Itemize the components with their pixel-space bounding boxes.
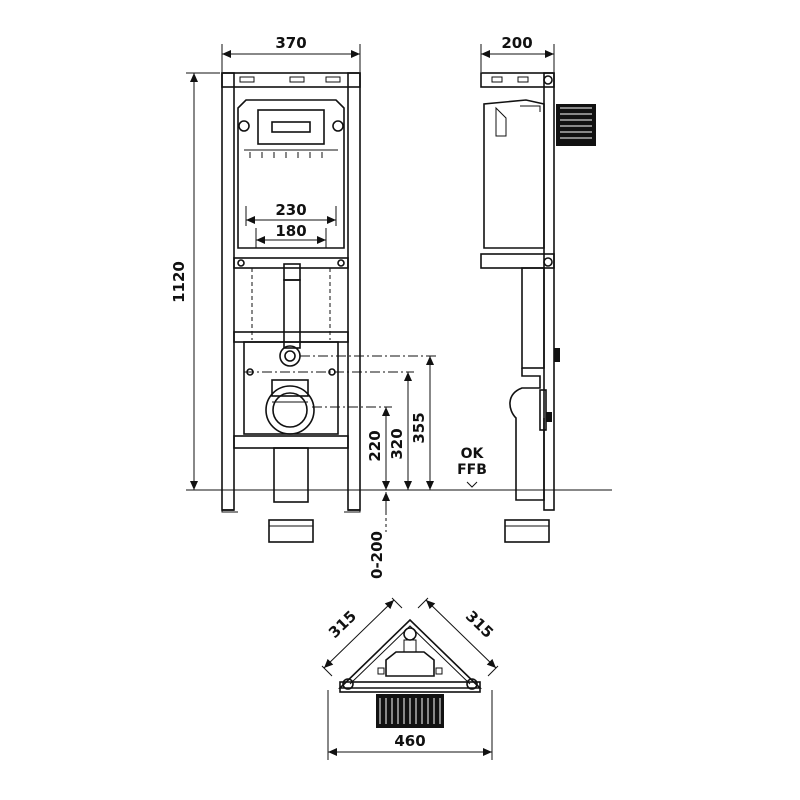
- side-flush-pipe: [521, 267, 545, 369]
- label-ffb: FFB: [457, 462, 487, 478]
- floor-socket: [268, 519, 314, 543]
- dim-label-220: 220: [366, 430, 384, 461]
- dimension-230: 230: [245, 201, 337, 226]
- label-ok: OK: [461, 446, 485, 462]
- top-bar: [221, 72, 361, 88]
- dimension-320: 320: [388, 372, 412, 490]
- dim-label-1120: 1120: [170, 261, 188, 303]
- drain-pipe: [273, 447, 309, 503]
- dimension-1120: 1120: [170, 72, 220, 490]
- cistern: [237, 99, 345, 249]
- corner-frame: [338, 618, 482, 689]
- right-post: [347, 72, 361, 511]
- dim-label-370: 370: [275, 34, 306, 52]
- side-floor-socket: [504, 519, 550, 543]
- dim-label-200: 200: [501, 34, 532, 52]
- front-view: [221, 72, 361, 543]
- dim-label-315-right: 315: [462, 607, 497, 642]
- dim-label-320: 320: [388, 428, 406, 459]
- flush-pipe: [283, 279, 301, 349]
- side-cistern: [483, 99, 545, 249]
- dimension-0-200: 0-200: [368, 492, 390, 579]
- base-bar: [233, 435, 349, 449]
- lower-bar: [233, 331, 349, 343]
- floor-arrow-icon: [466, 481, 478, 488]
- dim-label-315-left: 315: [325, 607, 360, 642]
- dim-label-0-200: 0-200: [368, 531, 386, 579]
- side-drain-bend: [509, 368, 545, 501]
- inlet-connector: [279, 345, 301, 367]
- dim-label-180: 180: [275, 222, 306, 240]
- flush-button-opening: [271, 121, 311, 133]
- middle-bar: [233, 257, 349, 269]
- side-view: [480, 72, 596, 543]
- dimension-315-left: 315: [321, 597, 403, 677]
- dim-label-355: 355: [410, 412, 428, 443]
- floor-reference-label: OK FFB: [457, 446, 487, 488]
- dimension-355: 355: [410, 356, 434, 490]
- dimension-220: 220: [366, 407, 390, 490]
- flush-pipe-top: [283, 263, 301, 281]
- dim-label-460: 460: [394, 732, 425, 750]
- side-mid-bracket: [480, 253, 555, 269]
- dim-label-230: 230: [275, 201, 306, 219]
- drain-connector: [265, 385, 315, 435]
- dimension-460: 460: [327, 690, 493, 760]
- corner-plan-view: [338, 618, 482, 728]
- side-top-bracket: [480, 72, 555, 88]
- side-post: [543, 72, 555, 511]
- dimension-200: 200: [480, 34, 555, 72]
- side-actuator: [556, 104, 596, 146]
- dimension-370: 370: [221, 34, 361, 72]
- left-post: [221, 72, 235, 511]
- flush-box: [257, 109, 325, 145]
- dimension-315-right: 315: [417, 597, 499, 677]
- dimension-180: 180: [255, 222, 327, 248]
